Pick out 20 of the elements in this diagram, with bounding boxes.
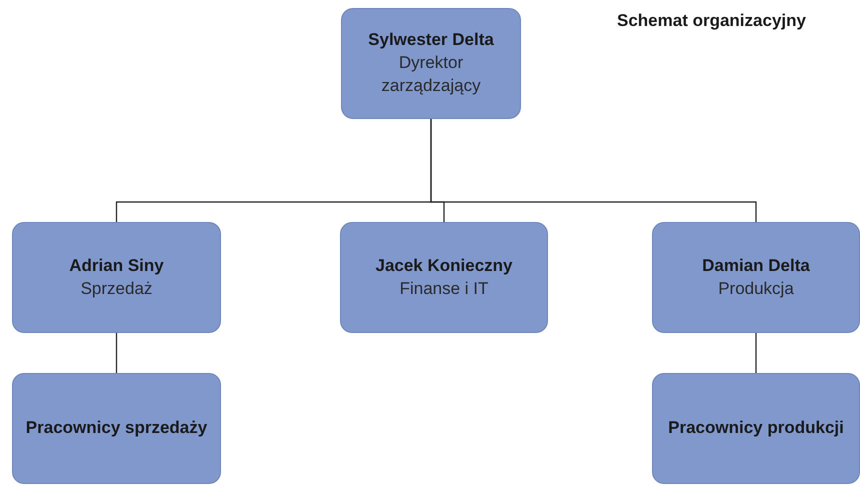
person-name: Pracownicy produkcji [668, 417, 844, 440]
chart-title: Schemat organizacyjny [617, 11, 806, 31]
person-name: Damian Delta [702, 254, 810, 277]
role-text: Sprzedaż [80, 278, 152, 300]
person-name: Pracownicy sprzedaży [26, 417, 208, 440]
connector-line [116, 333, 118, 373]
org-box [652, 222, 860, 333]
org-box [340, 222, 548, 333]
connector-line [755, 333, 757, 373]
person-name: Adrian Siny [69, 254, 164, 277]
role-text: Produkcja [718, 278, 794, 300]
person-name: Jacek Konieczny [375, 254, 512, 277]
org-box [12, 222, 221, 333]
connector-line [430, 119, 757, 222]
role-text: Dyrektor zarządzający [380, 52, 482, 97]
role-text: Finanse i IT [400, 278, 488, 300]
org-box [12, 373, 221, 484]
person-name: Sylwester Delta [368, 29, 494, 52]
org-box [341, 8, 521, 119]
org-box [652, 373, 860, 484]
